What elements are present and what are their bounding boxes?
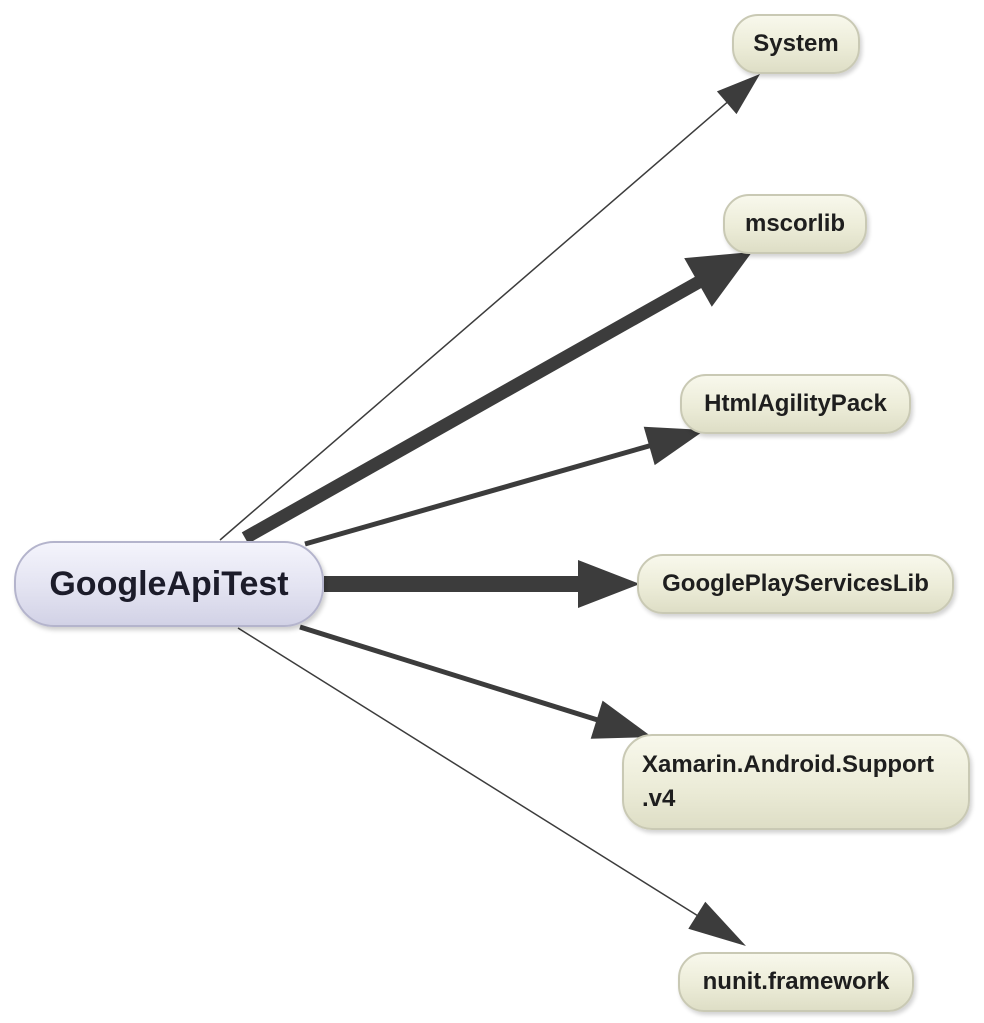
edge-to-mscorlib-arrowhead <box>684 252 752 307</box>
edge-to-mscorlib-line <box>241 275 703 544</box>
edge-to-nunit-arrowhead <box>688 901 746 946</box>
node-googleplayserviceslib[interactable]: GooglePlayServicesLib <box>637 554 954 614</box>
node-nunit-label: nunit.framework <box>702 968 890 995</box>
edge-to-htmlagilitypack-line <box>304 442 652 547</box>
root-node[interactable]: GoogleApiTest <box>14 541 324 627</box>
node-mscorlib[interactable]: mscorlib <box>723 194 867 254</box>
edge-to-nunit-line <box>237 627 699 917</box>
node-nunit[interactable]: nunit.framework <box>678 952 914 1012</box>
edge-to-system-arrowhead <box>716 74 760 115</box>
edge-to-xamarin-support-arrowhead <box>590 700 652 739</box>
edge-to-htmlagilitypack-arrowhead <box>643 426 705 466</box>
edge-to-system-line <box>219 100 729 541</box>
node-mscorlib-label: mscorlib <box>744 210 846 237</box>
node-xamarin-support-label: Xamarin.Android.Support .v4 <box>642 751 935 812</box>
node-htmlagilitypack[interactable]: HtmlAgilityPack <box>680 374 911 434</box>
node-system[interactable]: System <box>732 14 860 74</box>
node-xamarin-support[interactable]: Xamarin.Android.Support .v4 <box>622 734 970 830</box>
root-node-label: GoogleApiTest <box>49 564 289 603</box>
edge-to-xamarin-support-line <box>299 624 600 723</box>
edge-to-googleplayserviceslib-arrowhead <box>578 560 640 608</box>
node-htmlagilitypack-label: HtmlAgilityPack <box>704 390 887 417</box>
node-googleplayserviceslib-label: GooglePlayServicesLib <box>662 570 929 597</box>
node-system-label: System <box>753 30 839 57</box>
